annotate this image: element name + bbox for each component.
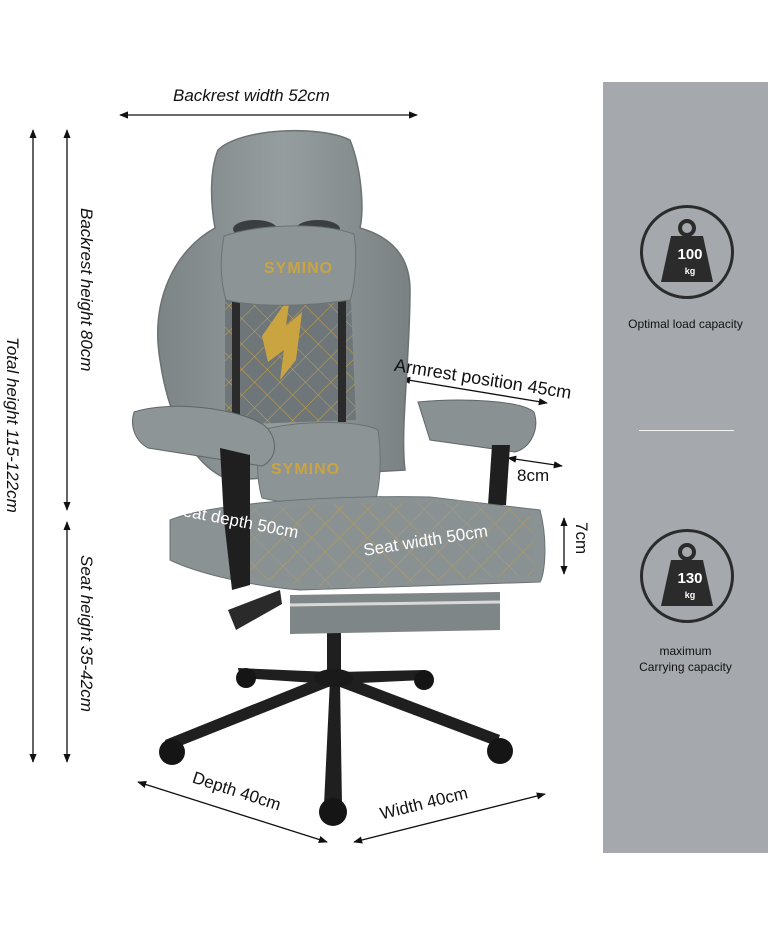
backrest-width-label: Backrest width 52cm	[173, 86, 330, 105]
brand-logo-headrest: SYMINO	[264, 260, 334, 277]
optimal-load-badge: 100 kg	[640, 205, 734, 299]
armrest-height-arrow	[507, 455, 563, 469]
base-width-arrow	[353, 792, 546, 844]
head-pillow	[220, 225, 357, 306]
optimal-load-value: 100	[677, 246, 703, 263]
optimal-load-label: Optimal load capacity	[628, 317, 743, 331]
seat	[169, 496, 546, 591]
armrest-position-arrow	[401, 376, 548, 406]
max-capacity-value: 130	[677, 570, 703, 587]
left-armrest	[132, 405, 282, 630]
max-capacity-badge: 130 kg	[640, 529, 734, 623]
weight-icon	[661, 219, 713, 282]
panel-divider	[639, 430, 734, 431]
brand-emblem-icon	[262, 296, 302, 380]
brand-logo-lumbar: SYMINO	[271, 461, 341, 478]
chair-base	[159, 610, 513, 826]
capacity-panel: 100 kg Optimal load capacity 130 kg maxi…	[603, 82, 768, 853]
base-depth-arrow	[137, 781, 328, 843]
max-capacity-unit: kg	[684, 590, 696, 600]
seat-thickness-label: 7cm	[572, 522, 591, 555]
footrest	[289, 592, 501, 634]
backrest-height-label: Backrest height 80cm	[77, 208, 96, 372]
max-capacity-label: maximum Carrying capacity	[639, 644, 732, 674]
total-height-label: Total height 115-122cm	[3, 337, 22, 513]
optimal-load-unit: kg	[684, 266, 696, 276]
seat-height-label: Seat height 35-42cm	[77, 555, 96, 712]
weight-icon	[661, 543, 713, 606]
right-armrest	[417, 399, 537, 505]
armrest-height-label: 8cm	[517, 466, 550, 485]
